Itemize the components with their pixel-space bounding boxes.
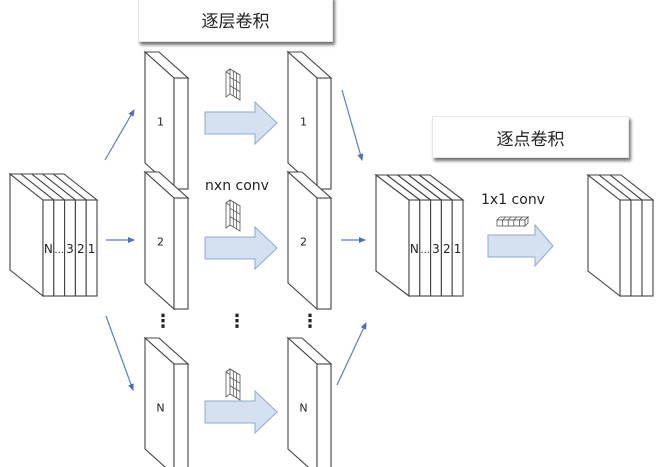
depthwise-conv-title-text: 逐层卷积 — [201, 11, 270, 32]
input-stack-slice-label: 2 — [77, 242, 85, 256]
output-feature-stack — [586, 173, 655, 298]
depthwise-input-slab-3-label: N — [156, 402, 164, 415]
depthwise-output-slab-1-edge-face — [316, 77, 332, 190]
input-stack-slice-label: N — [44, 242, 53, 256]
depthwise-branch-3 — [204, 368, 278, 435]
depthwise-output-slab-3-front-face — [287, 336, 318, 467]
merged-stack-slice — [451, 199, 464, 297]
ellipsis-middle: ⋮ — [228, 311, 246, 332]
ellipsis-in-column: ⋮ — [154, 311, 172, 332]
depthwise-output-slab-3: N — [286, 336, 333, 467]
depthwise-branch-1 — [204, 68, 278, 146]
input-stack-slice-label: 3 — [66, 242, 74, 256]
flow-arrow-to-branch-1 — [104, 109, 135, 161]
flow-arrow-from-branch-n — [336, 322, 367, 386]
flow-arrow-from-branch-1 — [341, 89, 364, 161]
depthwise-output-slab-1-label: 1 — [300, 116, 307, 129]
depthwise-conv-label: nxn conv — [205, 178, 269, 194]
merged-stack-slice-label: 1 — [454, 242, 462, 256]
depthwise-input-slab-1: 1 — [143, 50, 190, 191]
pointwise-conv-label: 1x1 conv — [481, 192, 545, 208]
depthwise-input-slab-1-edge-face — [173, 77, 189, 190]
depthwise-conv-block-arrow — [204, 389, 278, 435]
depthwise-input-slab-1-label: 1 — [157, 116, 164, 129]
depthwise-input-slab-3: N — [143, 336, 190, 467]
input-stack-slice-label: ... — [54, 245, 64, 256]
nxn-kernel-icon — [225, 368, 241, 401]
depthwise-output-slab-2-edge-face — [316, 197, 332, 310]
depthwise-input-slab-3-edge-face — [173, 363, 189, 467]
merged-stack-slice-label: N — [410, 242, 419, 256]
flow-arrow-to-branch-n — [105, 315, 134, 391]
depthwise-input-slab-2-edge-face — [173, 197, 189, 310]
nxn-kernel-icon — [225, 199, 241, 232]
depthwise-output-slab-3-edge-face — [316, 363, 332, 467]
merged-stack-slice-label: 2 — [443, 242, 451, 256]
depthwise-output-slab-2-label: 2 — [300, 236, 307, 249]
depthwise-output-slab-1: 1 — [286, 50, 333, 191]
output-stack-slice — [619, 199, 632, 297]
depthwise-input-slab-2-label: 2 — [157, 236, 164, 249]
merged-stack-slice-label: ... — [420, 245, 430, 256]
depthwise-conv-block-arrow — [204, 225, 278, 271]
nxn-kernel-icon — [225, 68, 241, 101]
depthwise-input-slab-2: 2 — [143, 170, 190, 311]
output-stack-slice — [641, 199, 654, 297]
pointwise-conv-block-arrow — [487, 223, 554, 268]
output-stack-slice — [630, 199, 643, 297]
pointwise-conv-title-text: 逐点卷积 — [496, 129, 565, 150]
depthwise-conv-title: 逐层卷积 — [138, 0, 333, 42]
pointwise-kernel-icon — [496, 216, 529, 227]
depthwise-branch-2 — [204, 199, 278, 271]
merged-stack-slice-label: 3 — [432, 242, 440, 256]
input-stack-slice — [85, 199, 98, 297]
depthwise-output-slab-3-label: N — [299, 402, 307, 415]
depthwise-conv-block-arrow — [204, 100, 278, 146]
depthwise-output-slab-2: 2 — [286, 170, 333, 311]
input-stack-slice-label: 1 — [88, 242, 96, 256]
ellipsis-out-column: ⋮ — [301, 311, 319, 332]
depthwise-input-slab-3-front-face — [144, 336, 175, 467]
pointwise-conv-title: 逐点卷积 — [432, 116, 629, 158]
